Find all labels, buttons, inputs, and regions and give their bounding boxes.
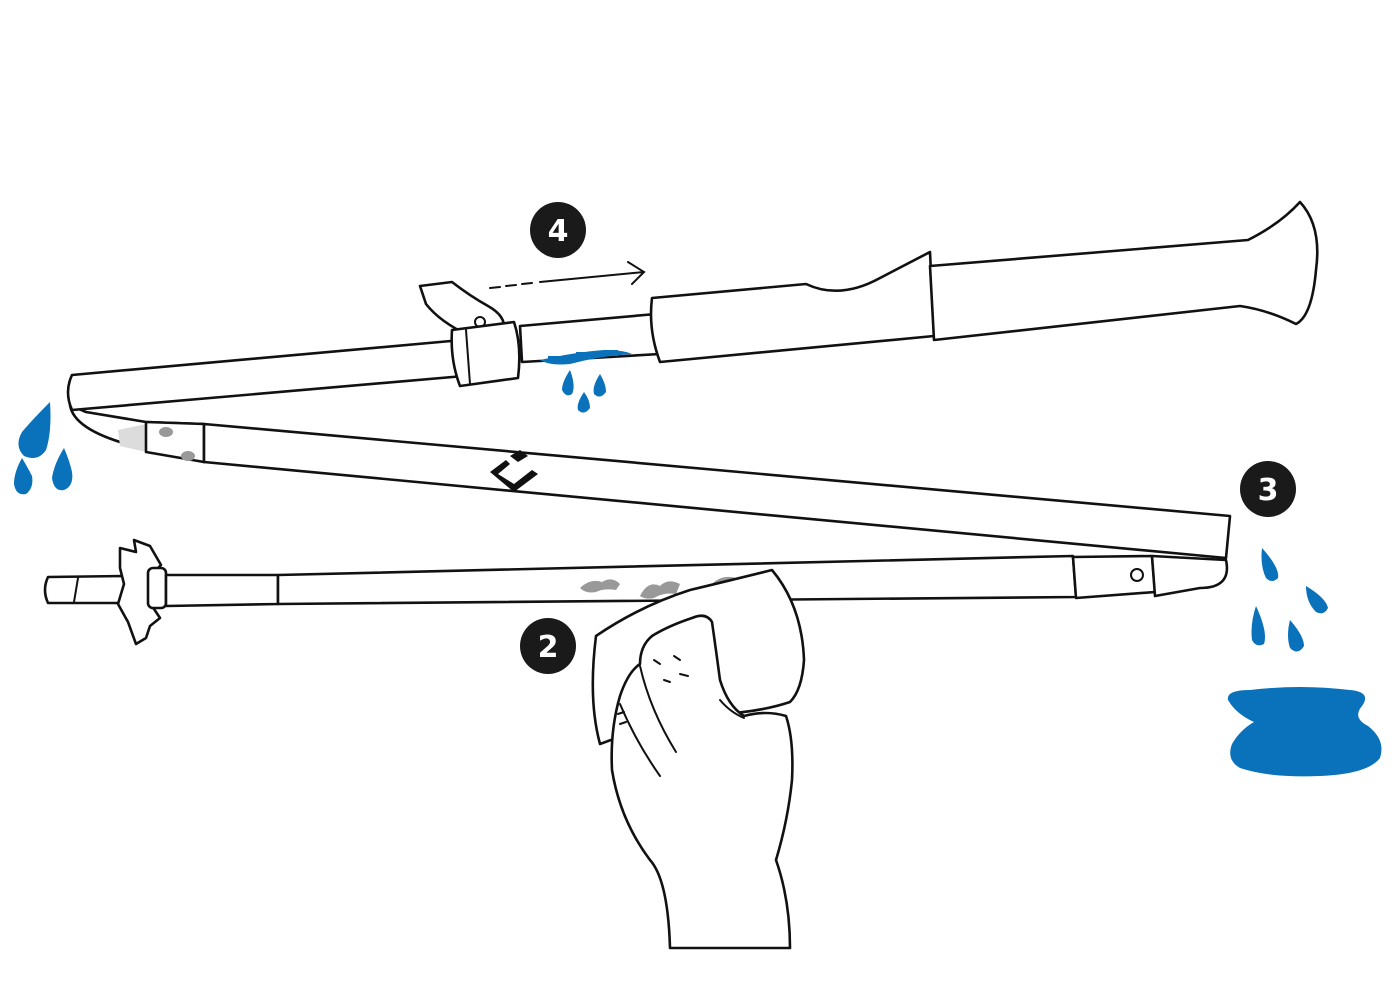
middle-pole (68, 403, 1232, 560)
step-2-label: 2 (538, 630, 559, 665)
hand-with-cloth (591, 568, 806, 950)
lower-pole (43, 538, 1229, 646)
water-drop-icon (1251, 606, 1265, 646)
water-drop-icon (577, 392, 590, 413)
pole-basket (116, 538, 163, 646)
water-drop-icon (562, 370, 574, 396)
water-drops-left (14, 402, 73, 495)
water-drop-icon (18, 402, 51, 458)
water-drop-icon (1261, 548, 1279, 581)
step-2-badge: 2 (520, 618, 576, 674)
arrow-right-icon (489, 261, 646, 289)
water-drop-icon (593, 374, 606, 397)
water-drop-icon (52, 448, 73, 491)
step-4-label: 4 (548, 214, 569, 249)
water-drop-icon (1288, 620, 1304, 652)
brand-logo-icon (490, 450, 538, 492)
water-puddle-icon (1227, 687, 1382, 777)
water-drop-icon (1306, 586, 1328, 614)
pole-grip (649, 250, 936, 364)
upper-pole (66, 200, 1319, 412)
hand-icon (610, 614, 794, 950)
step-3-label: 3 (1258, 473, 1279, 508)
lever-lock (418, 280, 506, 338)
water-drop-icon (14, 458, 33, 495)
step-3-badge: 3 (1240, 461, 1296, 517)
water-drops-right (1251, 548, 1328, 652)
step-4-badge: 4 (530, 202, 586, 258)
water-drops-middle (562, 370, 606, 413)
water-on-shaft (540, 350, 632, 365)
